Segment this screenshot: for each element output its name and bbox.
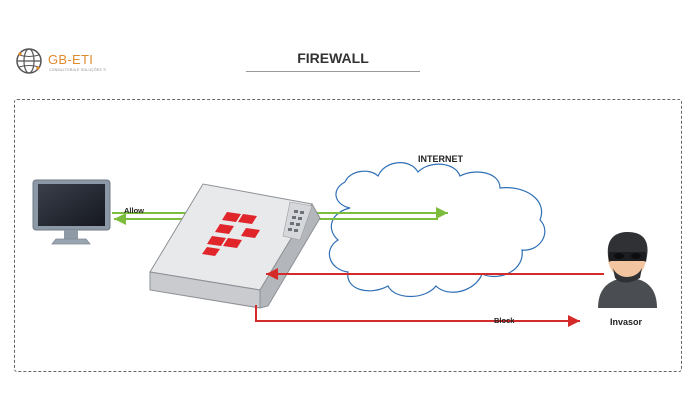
block-arrow-redirect: [255, 305, 580, 327]
logo-name: GB-ETI: [48, 52, 94, 67]
page-title: FIREWALL: [297, 50, 369, 66]
globe-icon: [16, 48, 42, 74]
internet-label: INTERNET: [418, 154, 463, 164]
allow-label: Allow: [124, 206, 144, 215]
title-underline: [246, 71, 420, 72]
hacker-icon: [598, 232, 657, 308]
invasor-label: Invasor: [610, 317, 643, 327]
cloud-icon: [328, 162, 546, 298]
monitor-icon: [32, 179, 111, 245]
firewall-appliance-icon: [149, 183, 321, 309]
logo-tagline: CONSULTORIA E SOLUÇÕES TI: [49, 68, 107, 72]
logo: GB-ETI CONSULTORIA E SOLUÇÕES TI: [14, 46, 134, 78]
firewall-logo: [202, 212, 260, 256]
block-label: Block: [494, 316, 515, 325]
diagram-frame: [14, 99, 682, 372]
